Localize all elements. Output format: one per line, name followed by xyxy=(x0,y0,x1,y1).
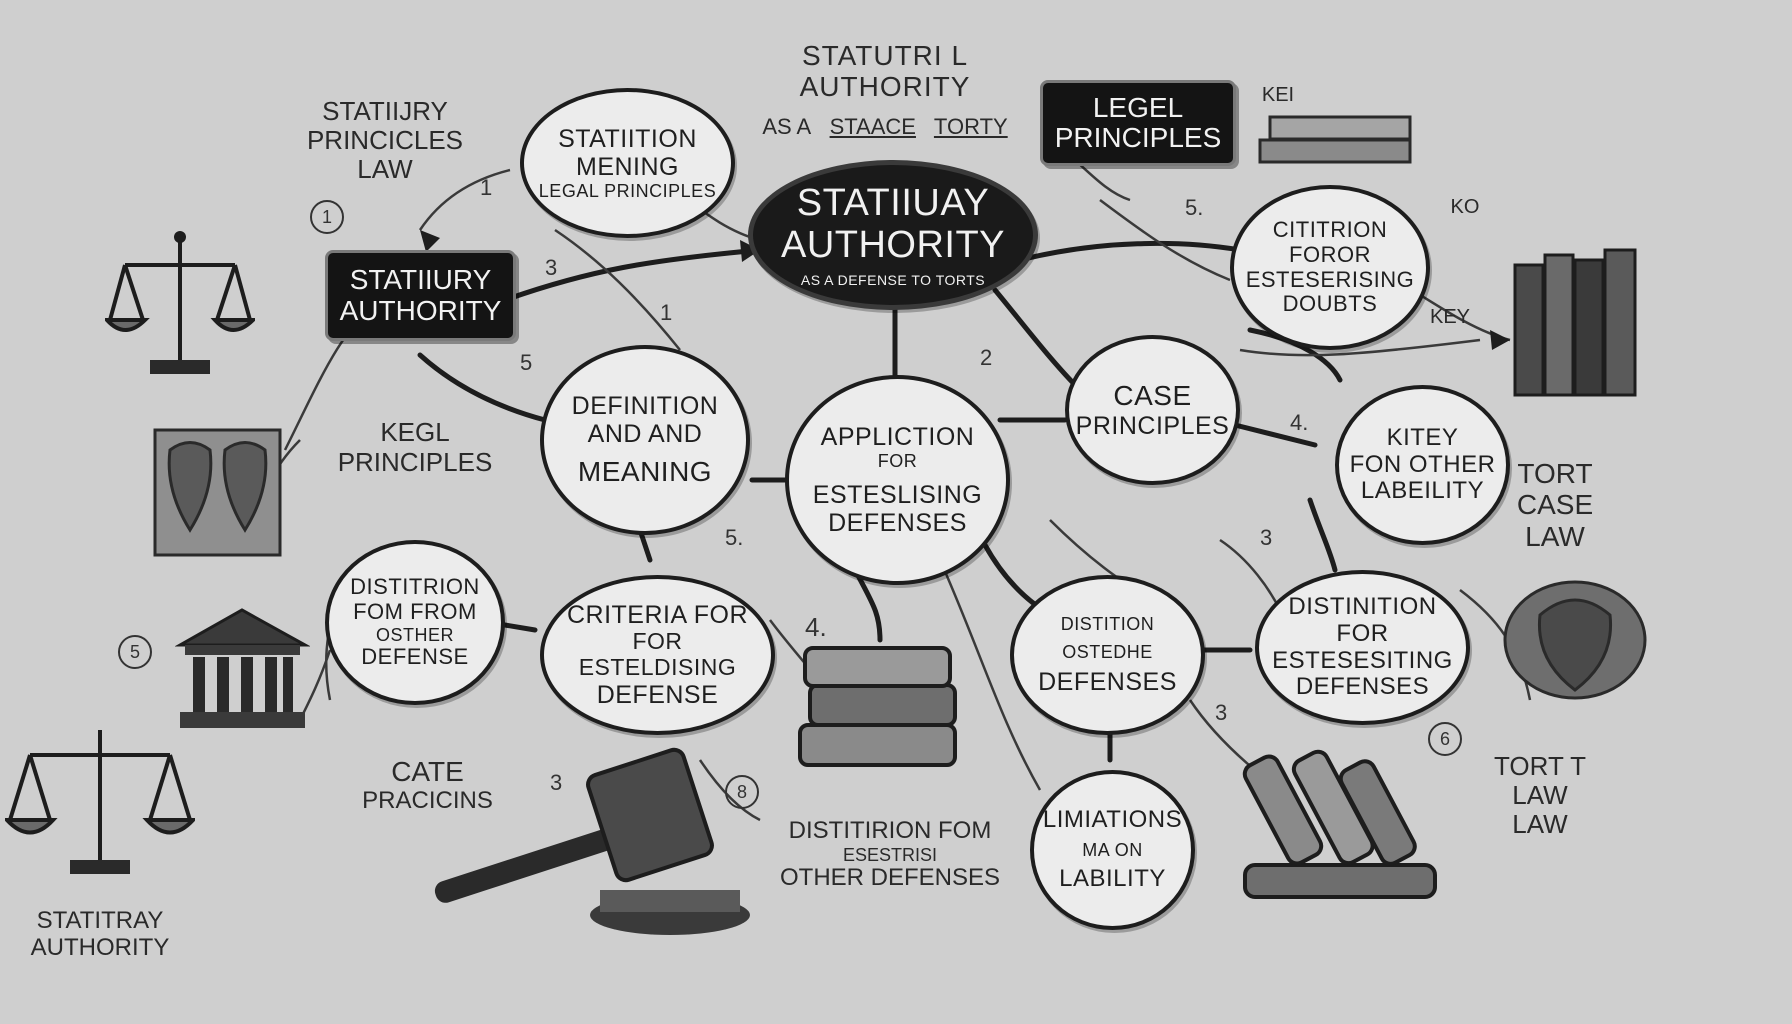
label-key-top: KEI xyxy=(1261,83,1295,106)
step-number: 4. xyxy=(1290,410,1309,435)
step-number: 5. xyxy=(1185,195,1204,220)
step-number: 1 xyxy=(660,300,673,325)
tag-statutory-authority: STATIIURY AUTHORITY xyxy=(325,250,516,341)
node-citation-doubts: CITITRION FOROR ESTESERISING DOUBTS xyxy=(1230,185,1430,350)
label-distinction-other-defenses: DISTITIRION FOM ESESTRISI OTHER DEFENSES xyxy=(779,817,1001,892)
books-icon xyxy=(1258,115,1412,164)
label-cate-practices: CATE PRACICINS xyxy=(362,756,493,814)
step-number: 5. xyxy=(725,525,744,550)
scales-icon xyxy=(105,231,255,374)
coat-of-arms-icon xyxy=(1503,580,1647,700)
label-statutory-authority-bottom: STATITRAY AUTHORITY xyxy=(30,907,170,961)
step-number: 3 xyxy=(550,770,563,795)
node-other-defenses: DISTITION OSTEDHE DEFENSES xyxy=(1010,575,1205,735)
node-statutory-meaning: STATIITION MENING LEGAL PRINCIPLES xyxy=(520,88,735,238)
node-distinction-other-defense: DISTITRION FOM FROM OSTHER DEFENSE xyxy=(325,540,505,705)
label-key: KEY xyxy=(1429,305,1471,328)
step-number: 4. xyxy=(805,612,827,642)
label-tort-case-law: TORT CASE LAW xyxy=(1516,457,1594,552)
step-number: 5 xyxy=(118,635,152,669)
scales-icon xyxy=(5,730,195,874)
tag-legal-principles: LEGEL PRINCIPLES xyxy=(1040,80,1236,166)
books-icon xyxy=(798,646,957,767)
step-number: 3 xyxy=(1260,525,1273,550)
node-definition-meaning: DEFINITION AND AND MEANING xyxy=(540,345,750,535)
coat-of-arms-icon xyxy=(153,428,282,557)
step-number: 3 xyxy=(1215,700,1228,725)
step-number: 2 xyxy=(980,345,993,370)
node-limitations-liability: LIMIATIONS MA ON LABILITY xyxy=(1030,770,1195,930)
step-number: 8 xyxy=(725,775,759,809)
label-statutory-principles-law: STATIIJRY PRINCICLES LAW xyxy=(306,95,464,185)
node-central-statutory-authority: STATIIUAY AUTHORITY AS A DEFENSE TO TORT… xyxy=(748,160,1038,310)
step-number: 1 xyxy=(480,175,493,200)
gavel-icon xyxy=(434,747,750,935)
law-books-icon xyxy=(1513,248,1637,397)
law-books-icon xyxy=(1242,749,1437,899)
courthouse-icon xyxy=(175,608,310,728)
node-distinction-defenses: DISTINITION FOR ESTESESITING DEFENSES xyxy=(1255,570,1470,725)
node-application-defenses: APPLICTION FOR ESTESLISING DEFENSES xyxy=(785,375,1010,585)
step-number: 3 xyxy=(545,255,558,280)
diagram-title: STATUTRI L AUTHORITY AS A STAACE TORTY xyxy=(762,40,1008,139)
title-subline: AS A STAACE TORTY xyxy=(762,113,1008,139)
node-case-principles: CASE PRINCIPLES xyxy=(1065,335,1240,485)
step-number: 6 xyxy=(1428,722,1462,756)
label-tort-law: TORT T LAW LAW xyxy=(1494,750,1586,840)
label-ko: KO xyxy=(1450,195,1480,218)
step-number: 1 xyxy=(310,200,344,234)
node-key-other-liability: KITEY FON OTHER LABEILITY xyxy=(1335,385,1510,545)
step-number: 5 xyxy=(520,350,533,375)
label-kegl-principles: KEGL PRINCIPLES xyxy=(337,417,493,477)
node-criteria-defense: CRITERIA FOR FOR ESTELDISING DEFENSE xyxy=(540,575,775,735)
